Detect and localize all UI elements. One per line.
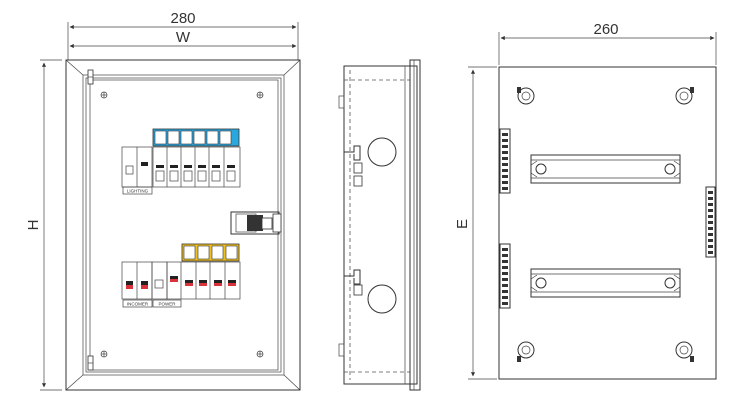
mount-icon [517, 341, 535, 362]
width-value-label: 280 [170, 10, 195, 27]
din-rail-bottom [530, 268, 681, 298]
back-view: 260 E [454, 21, 717, 380]
top-breaker-row: LIGHTING [121, 128, 241, 195]
enclosure-frame [65, 59, 301, 391]
hinge-top [87, 69, 94, 85]
height-dimension-e: E [454, 66, 497, 380]
bottom-breaker-row: INCOMER POWER [121, 243, 241, 308]
hinge-bottom [87, 355, 94, 371]
width-letter-label: W [176, 29, 191, 46]
mount-icon [675, 87, 694, 105]
side-bracket-bottom [344, 269, 363, 296]
bottom-mcb-group [166, 261, 241, 300]
lighting-label: LIGHTING [127, 189, 149, 194]
knockout-hole-bottom [367, 284, 397, 314]
height-letter-label: H [25, 220, 42, 231]
height-dimension-h: H [25, 59, 62, 391]
terminal-block-bottom [499, 243, 511, 309]
front-view: 280 W H [25, 10, 301, 391]
back-panel [498, 66, 717, 380]
side-view [338, 59, 421, 391]
width-dimension-w: W [69, 29, 297, 49]
screw-icon [100, 350, 108, 358]
side-bracket-top [344, 145, 363, 187]
back-width-value-label: 260 [593, 21, 618, 38]
top-mcb-group [152, 146, 241, 188]
knockout-hole-top [367, 137, 397, 167]
screw-icons [100, 91, 264, 358]
corner-mount-icons [517, 87, 694, 362]
din-rail-top [530, 154, 681, 184]
screw-icon [256, 350, 264, 358]
bottom-busbar-cover [181, 243, 240, 262]
width-dimension-260: 260 [498, 21, 717, 65]
incomer-label: INCOMER [127, 302, 149, 307]
mount-icon [517, 87, 535, 105]
back-height-letter-label: E [454, 219, 471, 229]
power-label: POWER [158, 302, 176, 307]
width-dimension-280: 280 [67, 10, 299, 60]
door-lock [230, 211, 282, 235]
terminal-block-right [705, 186, 716, 258]
screw-icon [256, 91, 264, 99]
terminal-block-top [499, 128, 511, 194]
screw-icon [100, 91, 108, 99]
mount-icon [675, 341, 694, 362]
